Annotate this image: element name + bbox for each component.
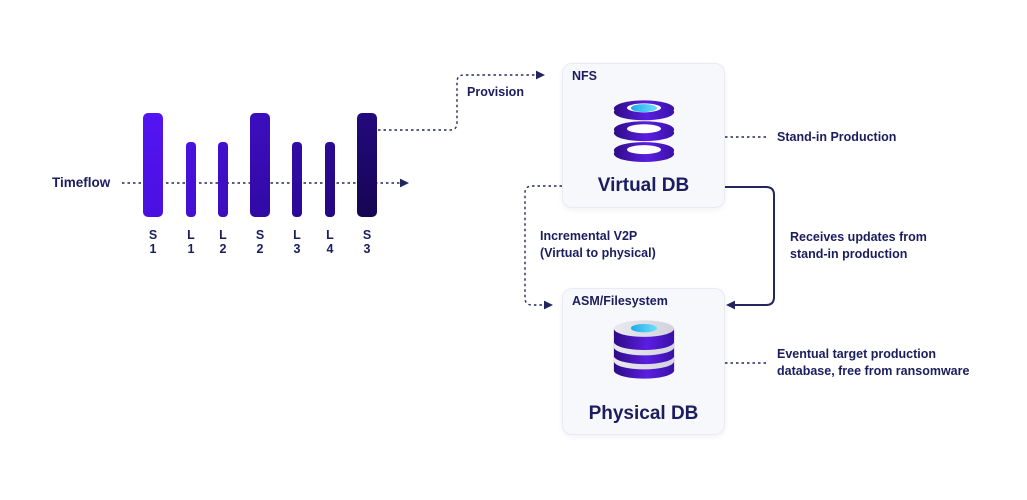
timeflow-bar-l1 [186, 142, 196, 217]
timeflow-arrowhead [400, 178, 409, 188]
incremental-label: Incremental V2P (Virtual to physical) [540, 229, 656, 260]
virtual-db-title: Virtual DB [597, 175, 690, 196]
bar-label-l4: L 4 [326, 228, 334, 256]
receives-label: Receives updates from stand-in productio… [790, 230, 927, 261]
physical-db-tag: ASM/Filesystem [572, 294, 668, 308]
db-ring-middle [613, 121, 675, 142]
db-ring-top [613, 100, 675, 121]
physical-db-title: Physical DB [588, 403, 699, 424]
bar-label-s1: S 1 [148, 228, 158, 256]
bar-label-l3: L 3 [293, 228, 301, 256]
bar-label-l2: L 2 [219, 228, 227, 256]
timeflow-bar-l2 [218, 142, 228, 217]
db-cylinder [613, 320, 675, 379]
standin-label: Stand-in Production [777, 130, 897, 144]
bar-label-s3: S 3 [362, 228, 372, 256]
eventual-label: Eventual target production database, fre… [777, 347, 970, 378]
physical-db-box: ASM/Filesystem [562, 288, 725, 435]
timeflow-bar-l3 [292, 142, 302, 217]
timeflow-bar-s2 [250, 113, 270, 217]
provision-arrowhead [536, 70, 545, 80]
bar-label-s2: S 2 [255, 228, 265, 256]
provision-label: Provision [467, 85, 524, 99]
timeflow-bar-s1 [143, 113, 163, 217]
receives-arrowhead [726, 300, 735, 310]
timeflow-bar-l4 [325, 142, 335, 217]
timeflow-bar-s3 [357, 113, 377, 217]
timeflow-label: Timeflow [52, 175, 111, 190]
incremental-arrowhead [544, 300, 553, 310]
bar-label-l1: L 1 [187, 228, 195, 256]
db-ring-bottom [613, 142, 675, 163]
physical-db-icon [613, 320, 675, 379]
virtual-db-tag: NFS [572, 69, 597, 83]
virtual-db-icon [613, 100, 675, 163]
virtual-db-box: NFS [562, 63, 725, 208]
receives-bracket-line [725, 186, 775, 306]
